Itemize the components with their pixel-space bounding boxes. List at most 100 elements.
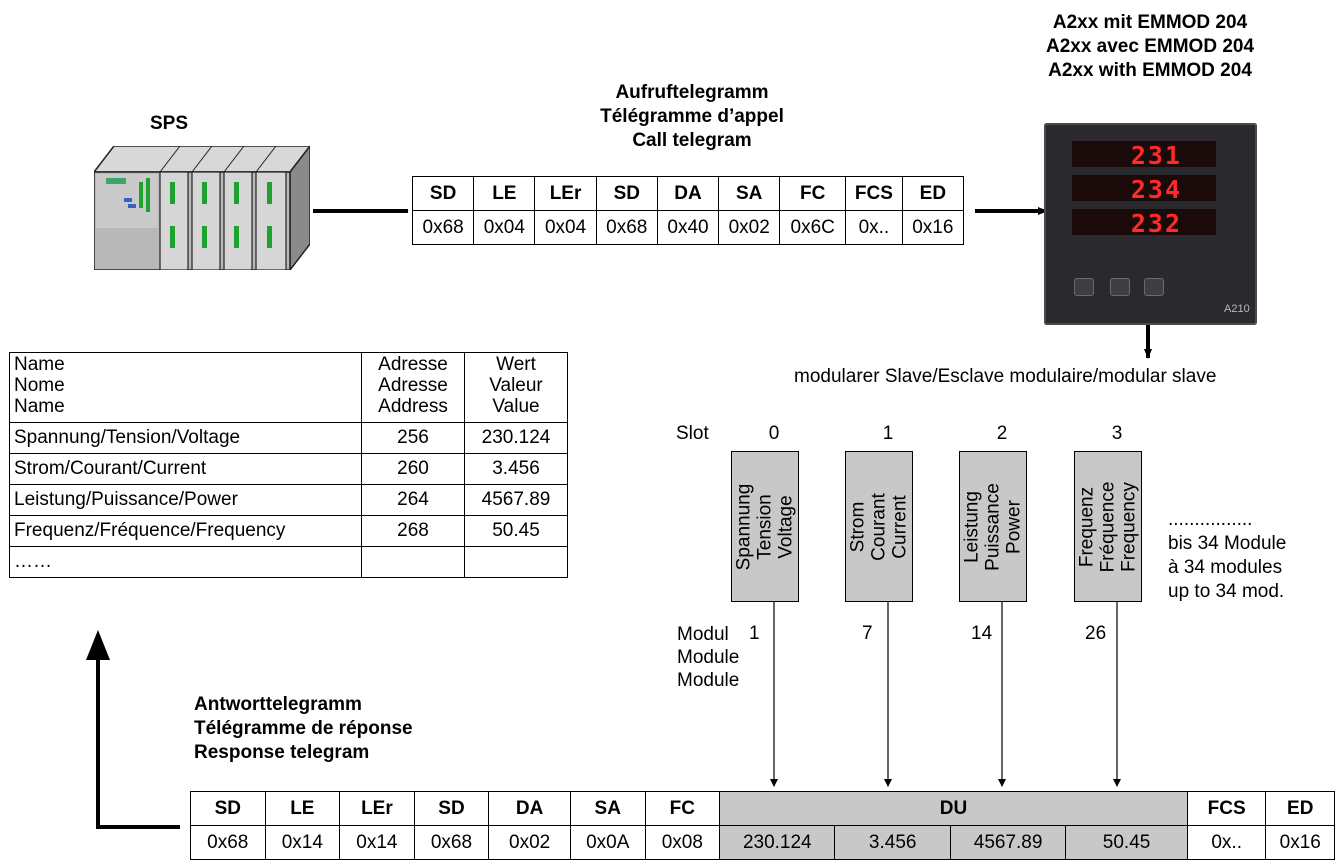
modul-number: 14 bbox=[971, 623, 993, 644]
row-address: 260 bbox=[361, 453, 465, 485]
response-title-en: Response telegram bbox=[194, 742, 370, 763]
call-header: DA bbox=[656, 176, 720, 211]
resp-header: FCS bbox=[1186, 791, 1267, 826]
row-name: Strom/Courant/Current bbox=[9, 453, 362, 485]
response-title-fr: Télégramme de réponse bbox=[194, 718, 413, 739]
module-frequency-label: Frequenz Fréquence Frequency bbox=[1077, 457, 1140, 597]
response-title-de: Antworttelegramm bbox=[194, 694, 362, 715]
module-label-line: Voltage bbox=[775, 494, 797, 559]
display-row-1: 231 bbox=[1072, 141, 1216, 170]
call-value: 0x16 bbox=[901, 210, 965, 245]
resp-du-value: 4567.89 bbox=[949, 825, 1067, 860]
row-address bbox=[361, 546, 465, 578]
device-title-fr: A2xx avec EMMOD 204 bbox=[1045, 36, 1255, 57]
call-value: 0x68 bbox=[411, 210, 475, 245]
header-line: Adresse bbox=[378, 375, 448, 396]
module-label-line: Power bbox=[1003, 499, 1025, 554]
call-value: 0x.. bbox=[845, 210, 903, 245]
module-label-line: Strom bbox=[847, 501, 869, 552]
call-header: LEr bbox=[534, 176, 597, 211]
module-power: Leistung Puissance Power bbox=[959, 451, 1027, 602]
header-line: Name bbox=[14, 396, 65, 417]
display-row-2: 234 bbox=[1072, 175, 1216, 204]
header-value: Wert Valeur Value bbox=[464, 352, 568, 423]
response-to-table-arrow bbox=[96, 658, 180, 829]
modul-label-line: Module bbox=[677, 670, 740, 691]
row-value: 4567.89 bbox=[464, 484, 568, 516]
module-power-label: Leistung Puissance Power bbox=[962, 457, 1025, 597]
resp-header-du: DU bbox=[719, 791, 1188, 826]
call-value: 0x04 bbox=[534, 210, 597, 245]
device-button bbox=[1074, 278, 1094, 296]
call-title-de: Aufruftelegramm bbox=[615, 82, 769, 103]
modul-number: 7 bbox=[862, 623, 873, 644]
slot-label: Slot bbox=[676, 423, 709, 444]
resp-header: FC bbox=[644, 791, 721, 826]
module-label-line: Frequency bbox=[1118, 481, 1140, 572]
table-row: Leistung/Puissance/Power 264 4567.89 bbox=[9, 484, 568, 516]
device-title-en: A2xx with EMMOD 204 bbox=[1048, 60, 1252, 81]
header-name: Name Nome Name bbox=[9, 352, 362, 423]
module-label-line: Spannung bbox=[733, 483, 755, 570]
resp-header: SD bbox=[413, 791, 490, 826]
modul-label: Modul Module Module bbox=[677, 623, 739, 692]
address-value-table: Name Nome Name Adresse Adresse Address W… bbox=[9, 352, 568, 578]
display-value: 231 bbox=[1130, 141, 1182, 170]
row-value: 50.45 bbox=[464, 515, 568, 547]
row-name: Spannung/Tension/Voltage bbox=[9, 422, 362, 454]
table-row: Frequenz/Fréquence/Frequency 268 50.45 bbox=[9, 515, 568, 547]
resp-value: 0x68 bbox=[413, 825, 490, 860]
call-value: 0x40 bbox=[656, 210, 720, 245]
resp-header: LE bbox=[264, 791, 341, 826]
response-telegram-title: Antworttelegramm Télégramme de réponse R… bbox=[194, 693, 413, 765]
resp-header: ED bbox=[1265, 791, 1335, 826]
resp-header: SA bbox=[569, 791, 646, 826]
module-current: Strom Courant Current bbox=[845, 451, 913, 602]
modul-label-line: Module bbox=[677, 647, 740, 668]
row-name: Frequenz/Fréquence/Frequency bbox=[9, 515, 362, 547]
call-value: 0x02 bbox=[718, 210, 781, 245]
module-label-line: Puissance bbox=[982, 482, 1004, 571]
module-label-line: Courant bbox=[868, 492, 890, 561]
call-telegram-table: SD LE LEr SD DA SA FC FCS ED 0x68 0x04 0… bbox=[411, 176, 965, 245]
more-modules-line: up to 34 mod. bbox=[1168, 581, 1285, 602]
row-value bbox=[464, 546, 568, 578]
more-modules-line: ................ bbox=[1168, 509, 1253, 530]
modul-label-line: Modul bbox=[677, 624, 729, 645]
table-row: …… bbox=[9, 546, 568, 578]
more-modules-note: ................ bis 34 Module à 34 modu… bbox=[1168, 508, 1286, 604]
row-address: 268 bbox=[361, 515, 465, 547]
resp-value: 0x16 bbox=[1265, 825, 1335, 860]
device-button bbox=[1144, 278, 1164, 296]
header-line: Address bbox=[378, 396, 448, 417]
resp-du-value: 50.45 bbox=[1065, 825, 1188, 860]
row-name: Leistung/Puissance/Power bbox=[9, 484, 362, 516]
more-modules-line: bis 34 Module bbox=[1168, 533, 1287, 554]
device-model-label: A210 bbox=[1224, 303, 1250, 315]
resp-value: 0x0A bbox=[569, 825, 646, 860]
up-arrow-head bbox=[86, 630, 110, 660]
table-row: Spannung/Tension/Voltage 256 230.124 bbox=[9, 422, 568, 454]
response-telegram-table: SD LE LEr SD DA SA FC DU FCS ED 0x68 0x1… bbox=[190, 791, 1335, 860]
call-title-en: Call telegram bbox=[632, 130, 752, 151]
row-value: 3.456 bbox=[464, 453, 568, 485]
header-line: Wert bbox=[496, 354, 536, 375]
display-value: 234 bbox=[1130, 175, 1182, 204]
resp-header: SD bbox=[190, 791, 266, 826]
module-current-label: Strom Courant Current bbox=[848, 457, 911, 597]
device-title: A2xx mit EMMOD 204 A2xx avec EMMOD 204 A… bbox=[990, 11, 1310, 83]
more-modules-line: à 34 modules bbox=[1168, 557, 1283, 578]
resp-du-value: 230.124 bbox=[719, 825, 836, 860]
display-row-3: 232 bbox=[1072, 209, 1216, 238]
call-header: SD bbox=[595, 176, 658, 211]
row-address: 264 bbox=[361, 484, 465, 516]
call-header: ED bbox=[901, 176, 965, 211]
display-value: 232 bbox=[1130, 209, 1182, 238]
resp-value: 0x02 bbox=[488, 825, 571, 860]
call-telegram-title: Aufruftelegramm Télégramme d’appel Call … bbox=[532, 81, 852, 153]
resp-value: 0x68 bbox=[190, 825, 266, 860]
call-header: SA bbox=[718, 176, 781, 211]
table-row: Strom/Courant/Current 260 3.456 bbox=[9, 453, 568, 485]
header-line: Adresse bbox=[378, 354, 448, 375]
resp-value: 0x14 bbox=[339, 825, 415, 860]
